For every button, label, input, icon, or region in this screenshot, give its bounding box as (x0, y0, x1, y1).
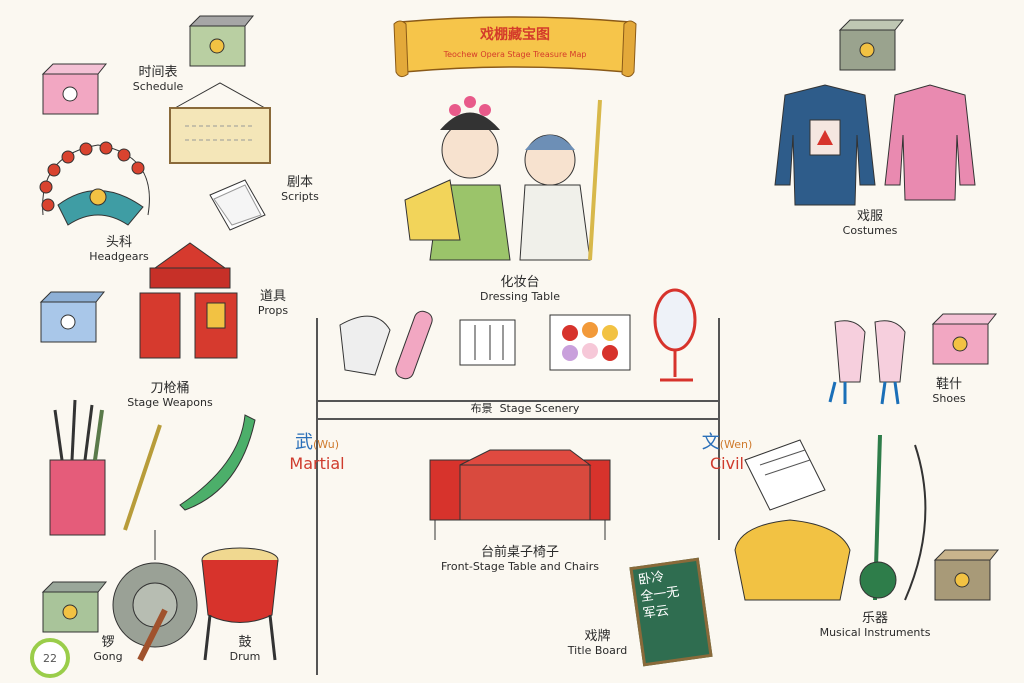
opera-characters-illustration (404, 96, 602, 261)
storage-box-icon (41, 63, 108, 115)
civil-label: 文(Wen) Civil (701, 432, 753, 473)
storage-box-icon (933, 549, 1000, 601)
storage-box-icon (41, 581, 108, 633)
label-stage-scenery: 布景 Stage Scenery (470, 402, 580, 415)
storage-box-icon (838, 19, 905, 71)
frame-line (316, 400, 720, 402)
front-table-chairs-icon (429, 449, 611, 540)
props-sedan-icon (139, 242, 238, 359)
dressing-table-items-icon (339, 288, 697, 382)
banner-subtitle: Teochew Opera Stage Treasure Map (443, 50, 587, 59)
title-banner: 戏棚藏宝图 Teochew Opera Stage Treasure Map (390, 14, 640, 84)
title-board: 卧冷 全一无 军云 (629, 557, 713, 667)
banner-title: 戏棚藏宝图 (480, 27, 550, 43)
frame-line (718, 420, 720, 540)
schedule-board-icon (169, 82, 271, 164)
storage-box-icon (188, 15, 255, 67)
musical-instruments-icon (734, 434, 927, 601)
stage-weapons-icon (49, 399, 256, 536)
storage-box-icon (39, 291, 106, 343)
shoes-icon (828, 320, 906, 405)
martial-label: 武(Wu) Martial (289, 432, 345, 473)
frame-line (316, 418, 720, 420)
frame-line (718, 318, 720, 418)
scripts-icon (209, 179, 266, 231)
gong-drum-icon (112, 530, 279, 662)
frame-line (316, 420, 318, 675)
scroll-icon (393, 16, 637, 78)
costumes-icon (774, 84, 976, 206)
headgear-icon (39, 141, 150, 226)
page-number: 22 (30, 638, 70, 678)
storage-box-icon (931, 313, 998, 365)
frame-line (316, 318, 318, 418)
